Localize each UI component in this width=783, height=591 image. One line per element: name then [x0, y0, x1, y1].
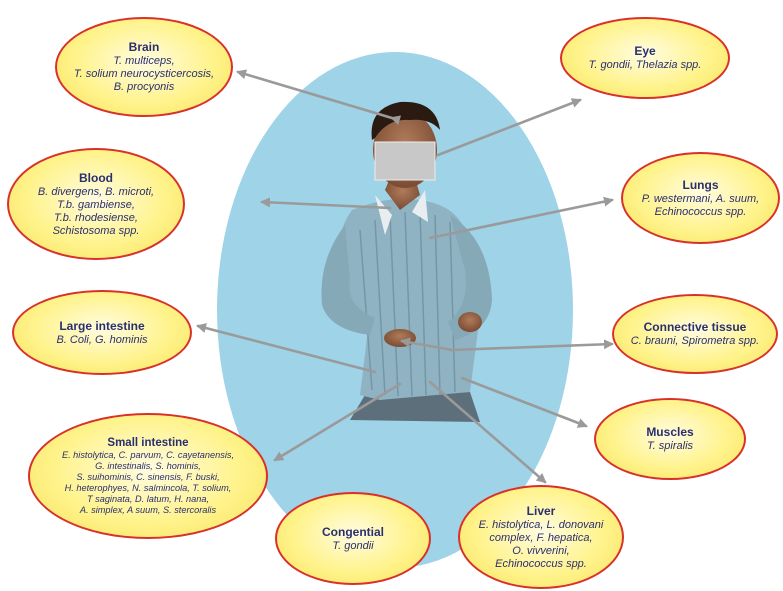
bubble-eye: Eye T. gondii, Thelazia spp. — [560, 17, 730, 99]
connective-tissue-title: Connective tissue — [643, 320, 747, 334]
congential-title: Congential — [322, 524, 384, 539]
large-intestine-title: Large intestine — [59, 318, 145, 333]
arrow-large-intestine — [196, 323, 377, 374]
bubble-blood: Blood B. divergens, B. microti, T.b. gam… — [7, 148, 185, 260]
bubble-muscles: Muscles T. spiralis — [594, 398, 746, 480]
arrow-small-intestine — [273, 382, 402, 462]
brain-title: Brain — [128, 40, 160, 54]
bubble-lungs: Lungs P. westermani, A. suum, Echinococc… — [621, 152, 780, 244]
bubble-liver: Liver E. histolytica, L. donovani comple… — [458, 485, 624, 589]
small-intestine-title: Small intestine — [107, 437, 189, 449]
lungs-title: Lungs — [682, 177, 719, 192]
blood-title: Blood — [79, 170, 113, 185]
small-intestine-detail: E. histolytica, C. parvum, C. cayetanens… — [61, 450, 235, 515]
bubble-large-intestine: Large intestine B. Coli, G. hominis — [12, 290, 192, 375]
lungs-detail: P. westermani, A. suum, Echinococcus spp… — [641, 192, 760, 218]
arrow-liver — [428, 380, 547, 484]
eye-detail: T. gondii, Thelazia spp. — [588, 59, 702, 71]
bubble-small-intestine: Small intestine E. histolytica, C. parvu… — [28, 413, 268, 539]
arrow-muscles — [460, 376, 588, 428]
face-censor-bar-icon — [374, 141, 436, 181]
bubble-congential: Congential T. gondii — [275, 492, 431, 585]
large-intestine-detail: B. Coli, G. hominis — [56, 333, 148, 346]
congential-detail: T. gondii — [332, 539, 374, 552]
arrow-connective-tissue-left — [400, 337, 454, 352]
bubble-connective-tissue: Connective tissue C. brauni, Spirometra … — [612, 294, 778, 374]
bubble-brain: Brain T. multiceps, T. solium neurocysti… — [55, 17, 233, 117]
liver-detail: E. histolytica, L. donovani complex, F. … — [478, 518, 604, 570]
blood-detail: B. divergens, B. microti, T.b. gambiense… — [37, 185, 155, 237]
arrow-brain — [236, 69, 402, 126]
muscles-detail: T. spiralis — [646, 440, 694, 452]
eye-title: Eye — [634, 44, 656, 58]
brain-detail: T. multiceps, T. solium neurocysticercos… — [73, 55, 215, 93]
liver-title: Liver — [526, 503, 556, 518]
arrow-lungs — [428, 196, 614, 240]
arrow-connective-tissue — [450, 339, 614, 352]
muscles-title: Muscles — [646, 425, 694, 439]
connective-tissue-detail: C. brauni, Spirometra spp. — [630, 335, 760, 347]
arrow-eye — [436, 98, 582, 157]
arrow-blood — [260, 197, 392, 210]
